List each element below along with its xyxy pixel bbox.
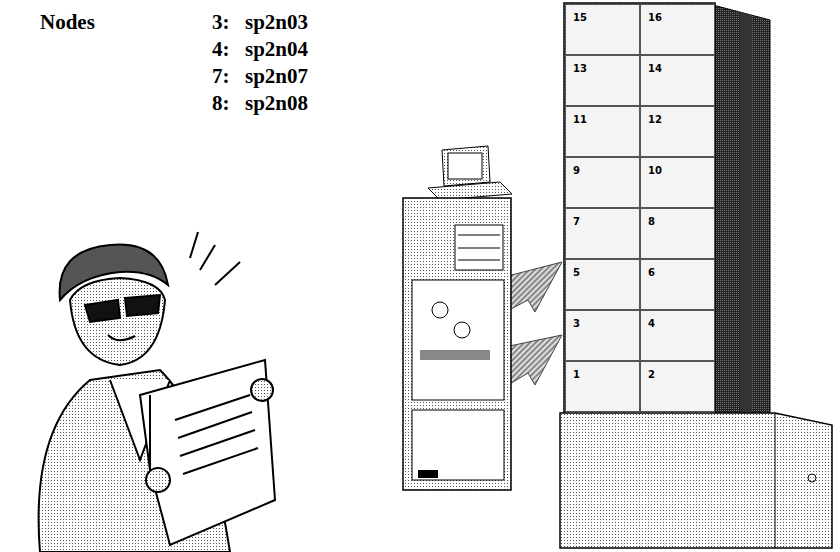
node-slot: 14 [640, 55, 715, 106]
slot-number: 4 [641, 311, 714, 329]
node-slot: 9 [565, 157, 640, 208]
node-number: 8: [212, 93, 230, 114]
node-slot: 8 [640, 208, 715, 259]
node-number: 4: [212, 39, 230, 60]
node-slot: 16 [640, 4, 715, 55]
slot-number: 9 [566, 158, 639, 176]
node-hostname: sp2n03 [245, 12, 308, 33]
slot-number: 2 [641, 362, 714, 380]
node-slot: 15 [565, 4, 640, 55]
slot-number: 6 [641, 260, 714, 278]
slot-number: 1 [566, 362, 639, 380]
slot-number: 15 [566, 5, 639, 23]
node-slot: 3 [565, 310, 640, 361]
slot-number: 14 [641, 56, 714, 74]
node-slot: 11 [565, 106, 640, 157]
heading-label: Nodes [40, 12, 95, 33]
slot-number: 13 [566, 56, 639, 74]
slot-number: 11 [566, 107, 639, 125]
node-slot: 12 [640, 106, 715, 157]
slot-number: 7 [566, 209, 639, 227]
slot-number: 16 [641, 5, 714, 23]
node-slot: 6 [640, 259, 715, 310]
node-slot: 4 [640, 310, 715, 361]
slot-number: 5 [566, 260, 639, 278]
slot-number: 12 [641, 107, 714, 125]
node-slot: 13 [565, 55, 640, 106]
node-slot: 10 [640, 157, 715, 208]
slot-number: 10 [641, 158, 714, 176]
node-slot: 5 [565, 259, 640, 310]
node-number: 3: [212, 12, 230, 33]
node-hostname: sp2n04 [245, 39, 308, 60]
reader-cartoon [39, 232, 275, 552]
node-number: 7: [212, 66, 230, 87]
node-hostname: sp2n07 [245, 66, 308, 87]
node-hostname: sp2n08 [245, 93, 308, 114]
node-slot: 2 [640, 361, 715, 412]
control-workstation [403, 146, 512, 490]
node-slot: 7 [565, 208, 640, 259]
node-slot: 1 [565, 361, 640, 412]
slot-number: 8 [641, 209, 714, 227]
slot-number: 3 [566, 311, 639, 329]
sp-frame [560, 3, 832, 548]
